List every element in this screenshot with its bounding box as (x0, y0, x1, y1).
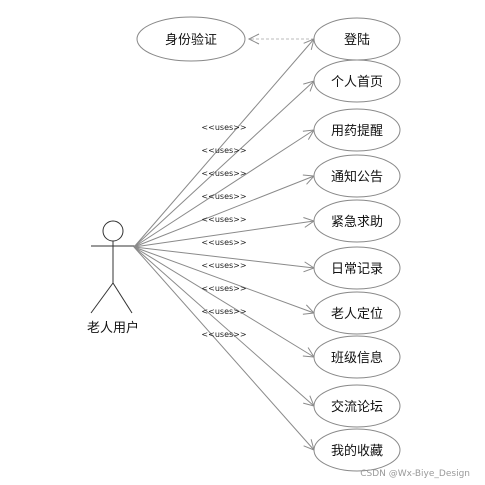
use-case-ellipse (313, 291, 401, 335)
actor-figure (90, 220, 135, 314)
use-case-ellipse (313, 154, 401, 198)
use-case-label: 我的收藏 (331, 443, 383, 459)
use-case-label: 通知公告 (331, 169, 383, 185)
include-relation (247, 33, 314, 45)
use-case: 紧急求助 (313, 199, 401, 243)
association-line (133, 246, 315, 358)
use-case-label: 老人定位 (331, 307, 383, 322)
association-line (133, 246, 315, 269)
use-case-label: 班级信息 (331, 350, 383, 366)
association-lines (133, 38, 316, 451)
use-case: 个人首页 (313, 59, 401, 103)
uses-label: <<uses>> (201, 330, 246, 339)
association-line (133, 38, 315, 248)
use-case: 我的收藏 (313, 428, 401, 472)
use-case-label: 日常记录 (331, 262, 383, 277)
association-line (133, 129, 315, 248)
use-case: 日常记录 (313, 246, 401, 290)
use-case-label: 交流论坛 (331, 399, 383, 415)
uses-label: <<uses>> (201, 123, 246, 132)
actor-label: 老人用户 (87, 320, 139, 336)
association-line (133, 175, 315, 248)
use-case-ellipse (136, 16, 246, 62)
uses-label: <<uses>> (201, 146, 246, 155)
uses-label: <<uses>> (201, 307, 246, 316)
use-case: 通知公告 (313, 154, 401, 198)
use-case-ellipse (313, 246, 401, 290)
use-case: 老人定位 (313, 291, 401, 335)
use-case: 班级信息 (313, 335, 401, 379)
actor-right-leg (112, 282, 133, 314)
uses-label: <<uses>> (201, 169, 246, 178)
uses-label: <<uses>> (201, 284, 246, 293)
association-line (133, 80, 315, 248)
watermark-text: CSDN @Wx-Biye_Design (360, 469, 470, 479)
use-case-label: 身份验证 (165, 32, 217, 48)
uses-labels: <<uses>> <<uses>> <<uses>> <<uses>> <<uses>>… (201, 123, 246, 339)
use-case-ellipse (313, 335, 401, 379)
use-case-ellipse (313, 428, 401, 472)
uses-label: <<uses>> (201, 261, 246, 270)
use-case-identity-verification: 身份验证 (136, 16, 246, 62)
uses-label: <<uses>> (201, 238, 246, 247)
use-case-label: 登陆 (344, 32, 370, 48)
use-case-ellipse (313, 59, 401, 103)
include-arrowhead (247, 33, 260, 45)
actor-head (102, 220, 124, 242)
use-case-ellipse (313, 199, 401, 243)
association-line (133, 246, 315, 451)
use-case-ellipse (313, 384, 401, 428)
use-case: 用药提醒 (313, 108, 401, 152)
use-case-ellipse (313, 108, 401, 152)
association-line (133, 220, 315, 248)
use-case-label: 个人首页 (331, 75, 383, 90)
use-case-label: 紧急求助 (331, 215, 383, 230)
association-line (133, 246, 315, 314)
actor-left-leg (90, 282, 114, 314)
uses-label: <<uses>> (201, 192, 246, 201)
use-case-label: 用药提醒 (331, 123, 383, 139)
uses-label: <<uses>> (201, 215, 246, 224)
use-case: 交流论坛 (313, 384, 401, 428)
association-line (133, 246, 315, 407)
use-case: 登陆 (313, 17, 401, 61)
